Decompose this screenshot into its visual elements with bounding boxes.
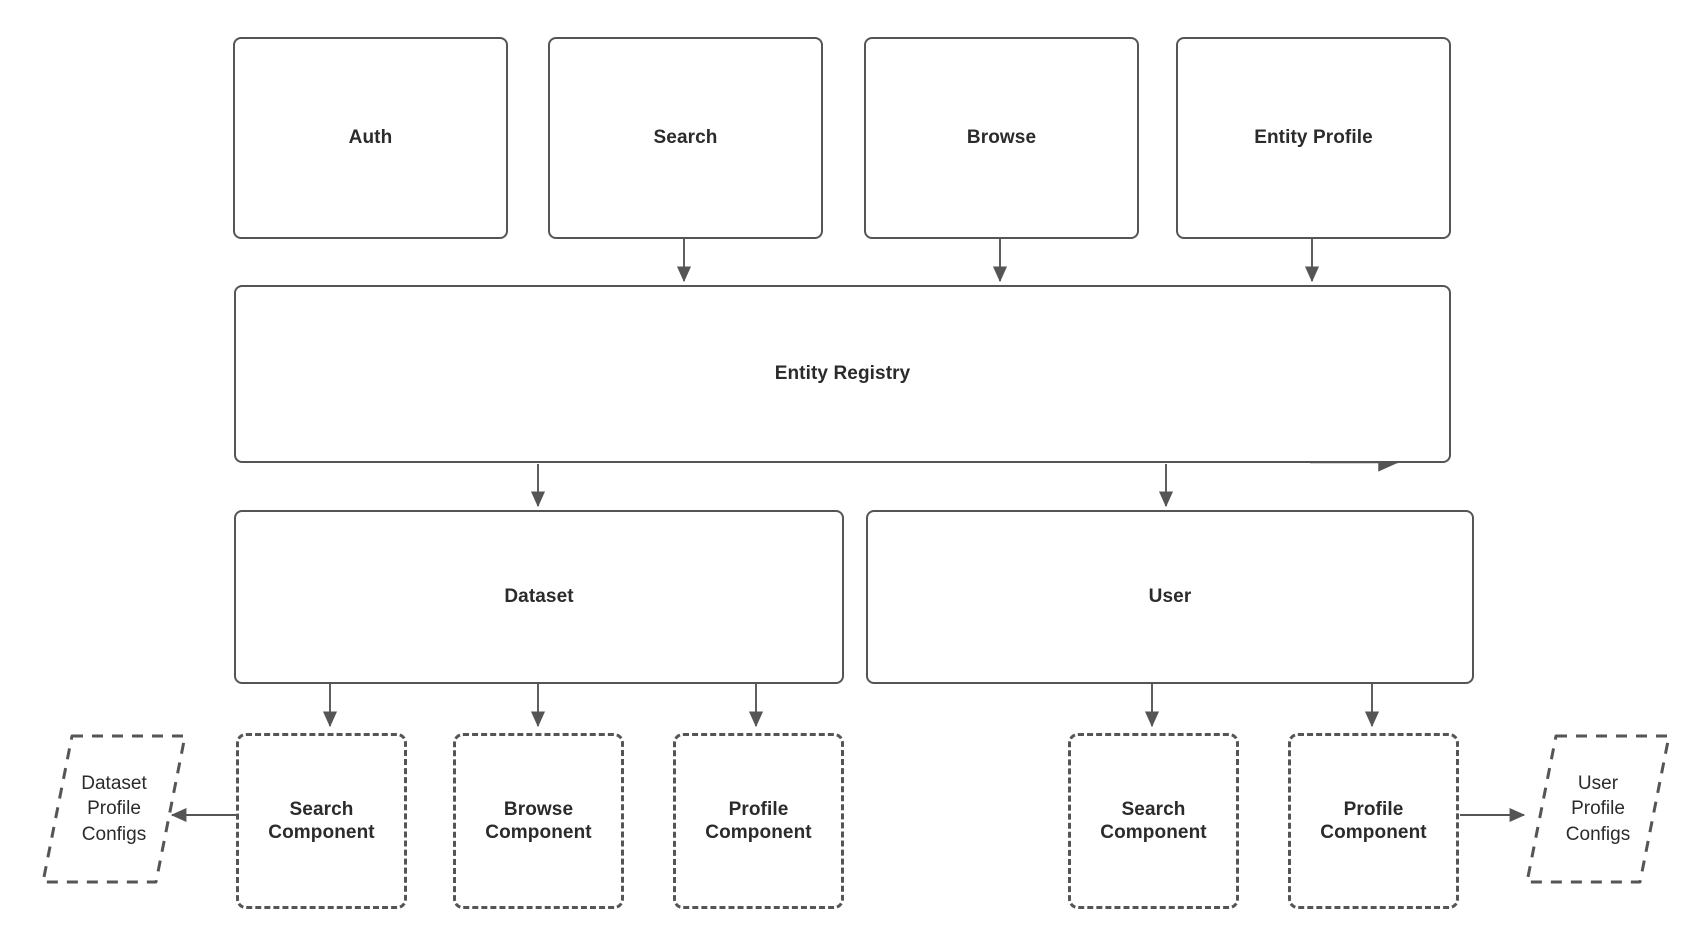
node-auth[interactable]: Auth [233,37,508,239]
node-entity-registry[interactable]: Entity Registry [234,285,1451,463]
node-auth-label: Auth [348,127,393,149]
node-browse-app-label: Browse [966,127,1037,149]
node-dataset-browse-component[interactable]: Browse Component [453,733,624,909]
node-user-profile-configs[interactable]: User Profile Configs [1524,733,1672,885]
node-entity-profile-app-label: Entity Profile [1254,127,1373,149]
node-dataset-label: Dataset [504,586,574,608]
node-user[interactable]: User [866,510,1474,684]
node-entity-registry-label: Entity Registry [774,363,911,385]
node-search-app-label: Search [653,127,718,149]
dataset-profile-configs-shape [41,734,187,884]
node-dataset-search-component[interactable]: Search Component [236,733,407,909]
node-user-profile-component-label: Profile Component [1320,798,1427,843]
node-user-profile-component[interactable]: Profile Component [1288,733,1459,909]
node-user-label: User [1148,586,1192,608]
node-dataset-search-component-label: Search Component [268,798,375,843]
node-user-profile-configs-label: User Profile Configs [1565,772,1631,845]
node-dataset-profile-configs[interactable]: Dataset Profile Configs [40,733,188,885]
node-dataset-profile-configs-label: Dataset Profile Configs [81,772,147,845]
node-entity-profile-app[interactable]: Entity Profile [1176,37,1451,239]
node-dataset-profile-component[interactable]: Profile Component [673,733,844,909]
node-search-app[interactable]: Search [548,37,823,239]
node-dataset[interactable]: Dataset [234,510,844,684]
node-browse-app[interactable]: Browse [864,37,1139,239]
node-dataset-browse-component-label: Browse Component [485,798,592,843]
node-user-search-component[interactable]: Search Component [1068,733,1239,909]
user-profile-configs-shape [1525,734,1671,884]
node-user-search-component-label: Search Component [1100,798,1207,843]
node-dataset-profile-component-label: Profile Component [705,798,812,843]
